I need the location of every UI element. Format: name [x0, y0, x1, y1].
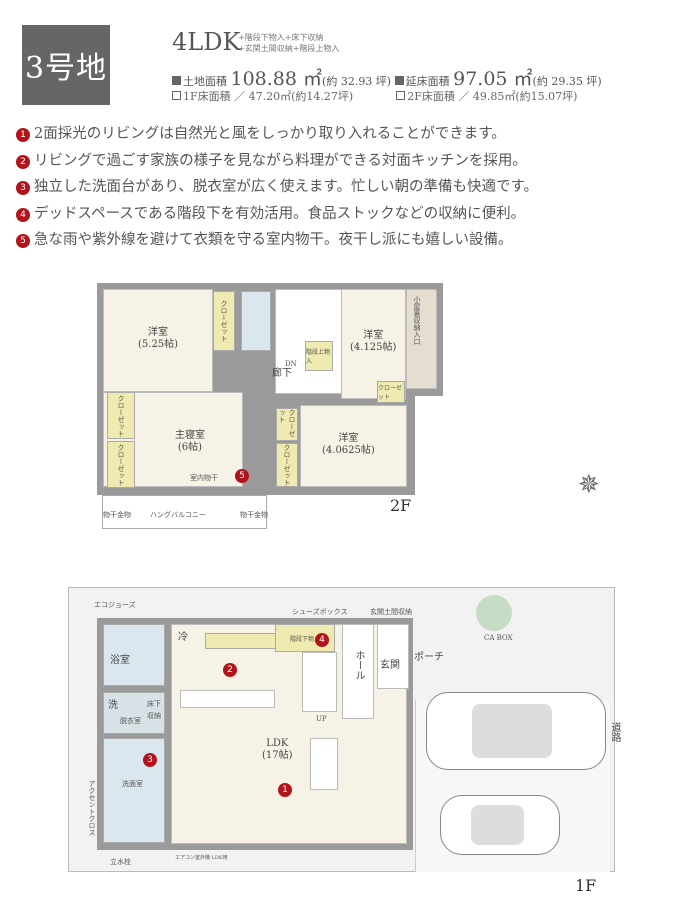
toilet — [241, 291, 271, 351]
feature-text: デッドスペースである階段下を有効活用。食品ストックなどの収納に便利。 — [34, 205, 526, 222]
floor-area-row: 1F床面積 ／ 47.20㎡(約14.27坪) 2F床面積 ／ 49.85㎡(約… — [172, 88, 577, 104]
feature-item: 4 デッドスペースである階段下を有効活用。食品ストックなどの収納に便利。 — [16, 201, 538, 228]
aircon-label: エアコン室外機 LDK用 — [175, 855, 228, 861]
marker-2: 2 — [16, 154, 30, 169]
cabox-label: CA BOX — [484, 634, 513, 642]
attic-entrance — [406, 289, 437, 389]
extra-1: +階段下物入+床下収納 — [238, 33, 324, 42]
room-western-1 — [103, 289, 213, 392]
marker-4: 4 — [16, 207, 30, 222]
porch-label: ポーチ — [414, 652, 444, 663]
entrance — [377, 624, 409, 689]
feature-list: 1 2面採光のリビングは自然光と風をしっかり取り入れることができます。 2 リビング… — [16, 121, 538, 254]
lot-badge: 3号地 — [22, 25, 110, 105]
upper-storage: 階段上物入 — [305, 341, 333, 371]
hall — [342, 624, 374, 719]
marker-3: 3 — [16, 181, 30, 195]
feature-text: 急な雨や紫外線を避けて衣類を守る室内物干。夜干し派にも嬉しい設備。 — [34, 232, 513, 248]
hall-label: 廊下 — [272, 368, 292, 379]
road-label: 道路 — [609, 722, 620, 742]
car-icon — [426, 692, 606, 770]
marker-2: 2 — [223, 663, 237, 677]
extras: +階段下物入+床下収納 +玄関土間収納+階段上物入 — [238, 32, 339, 54]
dressing-label: 脱衣室 — [120, 717, 141, 725]
kitchen-island — [180, 690, 275, 708]
marker-5: 5 — [16, 234, 30, 248]
room-label: 主寝室(6帖) — [175, 430, 205, 453]
extra-2: +玄関土間収納+階段上物入 — [238, 44, 340, 53]
entrance-storage-label: 玄関土間収納 — [370, 608, 412, 616]
feature-text: リビングで過ごす家族の様子を見ながら料理ができる対面キッチンを採用。 — [34, 152, 527, 169]
bath-label: 浴室 — [110, 655, 130, 666]
closet: クローゼット — [107, 392, 135, 439]
closet: クローゼット — [276, 443, 298, 487]
floor2-area: 2F床面積 ／ 49.85㎡(約15.07坪) — [407, 90, 578, 103]
drying-label: 室内物干 — [190, 474, 218, 482]
square-outline-icon — [172, 91, 181, 100]
tree-icon — [476, 595, 512, 631]
marker-1: 1 — [16, 128, 30, 142]
square-icon — [394, 76, 404, 85]
land-area-value: 108.88 ㎡ — [230, 68, 323, 90]
shoebox-label: シューズボックス — [292, 608, 348, 616]
up-label: UP — [316, 715, 327, 723]
car-icon — [440, 795, 560, 855]
feature-item: 5 急な雨や紫外線を避けて衣類を守る室内物干。夜干し派にも嬉しい設備。 — [16, 227, 538, 254]
total-floor-label: 延床面積 — [405, 75, 450, 88]
room-label: LDK(17帖) — [262, 738, 293, 761]
feature-text: 2面採光のリビングは自然光と風をしっかり取り入れることができます。 — [34, 126, 506, 142]
floor2-label: 2F — [390, 496, 412, 515]
washroom-label: 洗面室 — [122, 780, 143, 788]
closet: クローゼット — [276, 408, 298, 441]
feature-item: 3 独立した洗面台があり、脱衣室が広く使えます。忙しい朝の準備も快適です。 — [16, 174, 538, 201]
sofa — [310, 738, 338, 790]
entrance-label: 玄関 — [380, 660, 400, 671]
marker-4: 4 — [315, 633, 329, 647]
dressing-room — [103, 692, 165, 734]
attic-label: 小屋裏収納入口 — [413, 296, 421, 345]
marker-3: 3 — [143, 753, 157, 767]
land-area-label: 土地面積 — [183, 75, 227, 88]
marker-5: 5 — [235, 469, 249, 483]
room-western-3 — [300, 405, 407, 487]
closet: クローゼット — [377, 381, 405, 403]
hanger-label: 物干金物 — [240, 511, 268, 519]
closet: クローゼット — [213, 291, 235, 351]
bathroom — [103, 624, 165, 686]
marker-1: 1 — [278, 783, 292, 797]
closet: クローゼット — [107, 441, 135, 488]
room-label: 洋室(4.125帖) — [350, 330, 397, 353]
square-icon — [172, 76, 181, 85]
feature-item: 1 2面採光のリビングは自然光と風をしっかり取り入れることができます。 — [16, 121, 538, 148]
room-western-2 — [341, 289, 406, 399]
balcony-label: ハングバルコニー — [150, 511, 206, 519]
floor1-label: 1F — [575, 876, 597, 895]
layout-type: 4LDK — [172, 28, 241, 56]
feature-item: 2 リビングで過ごす家族の様子を見ながら料理ができる対面キッチンを採用。 — [16, 148, 538, 175]
wash-label: 洗 — [108, 700, 118, 711]
hall-label: ホール — [353, 650, 364, 680]
balcony — [102, 495, 267, 529]
land-area-tsubo: (約 32.93 坪) — [322, 75, 392, 88]
hanger-label: 物干金物 — [103, 511, 131, 519]
total-floor-value: 97.05 ㎡ — [453, 68, 533, 90]
room-label: 洋室(4.0625帖) — [322, 433, 375, 456]
total-floor-tsubo: (約 29.35 坪) — [532, 75, 602, 88]
stairs — [302, 652, 337, 712]
under-floor-label: 床下収納 — [147, 700, 161, 720]
compass-icon: ✵ — [578, 470, 600, 500]
fridge-label: 冷 — [178, 632, 188, 643]
washroom — [103, 738, 165, 843]
floor1-area: 1F床面積 ／ 47.20㎡(約14.27坪) — [183, 90, 354, 103]
square-outline-icon — [396, 91, 406, 100]
feature-text: 独立した洗面台があり、脱衣室が広く使えます。忙しい朝の準備も快適です。 — [34, 179, 539, 195]
accent-cross-label: アクセントクロス — [88, 780, 96, 836]
dn-label: DN — [285, 360, 297, 368]
area-row: 土地面積 108.88 ㎡(約 32.93 坪) 延床面積 97.05 ㎡(約 … — [172, 64, 602, 91]
room-label: 洋室(5.25帖) — [138, 327, 179, 350]
faucet-label: 立水栓 — [110, 858, 131, 866]
ecojoze-label: エコジョーズ — [94, 601, 136, 609]
